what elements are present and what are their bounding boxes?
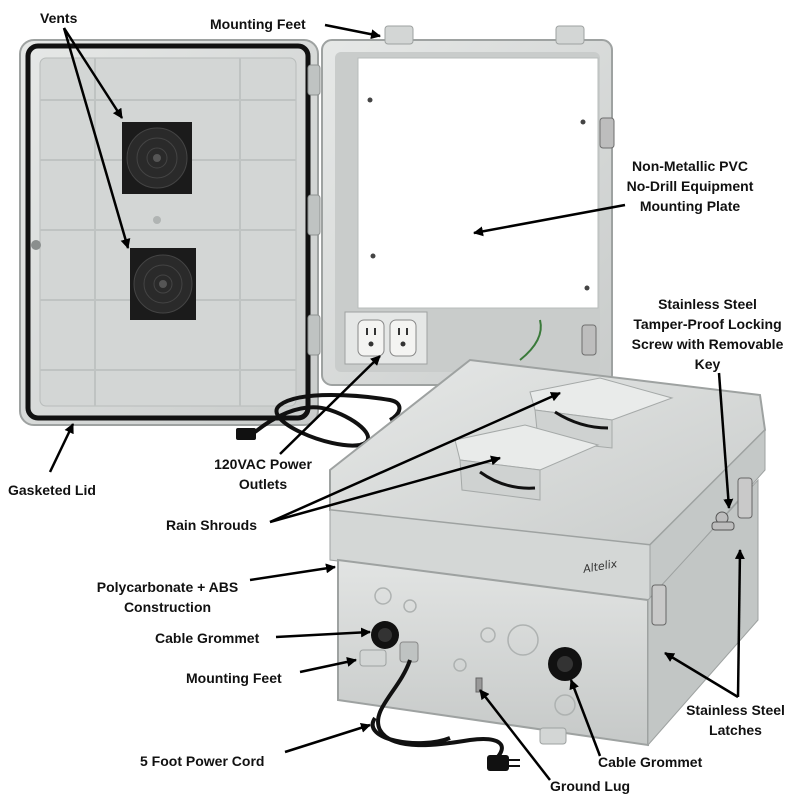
label-mounting-plate-line-1: Non-Metallic PVC [632, 158, 748, 174]
closed-enclosure [329, 358, 767, 747]
label-locking-screw-line-3: Screw with Removable [631, 336, 784, 352]
cable-grommet-right [548, 647, 582, 681]
stainless-latches [651, 477, 753, 626]
label-mounting-feet-top: Mounting Feet [210, 16, 306, 32]
label-power-outlets: 120VAC Power Outlets [198, 454, 328, 494]
mounting-foot-top-left [384, 25, 414, 45]
label-cable-grommet-left: Cable Grommet [155, 630, 260, 646]
label-gasketed-lid: Gasketed Lid [8, 482, 96, 498]
label-locking-screw-line-1: Stainless Steel [658, 296, 757, 312]
label-ground-lug: Ground Lug [550, 778, 631, 794]
locking-screw [711, 511, 735, 531]
label-latches: Stainless Steel Latches [678, 700, 793, 740]
label-vents: Vents [40, 10, 78, 26]
vent-fan-bottom [130, 248, 196, 320]
label-construction-line-1: Polycarbonate + ABS [96, 579, 239, 595]
label-power-outlets-line-2: Outlets [238, 476, 288, 492]
label-locking-screw: Stainless Steel Tamper-Proof Locking Scr… [620, 294, 795, 374]
mounting-foot-bottom-right [539, 727, 567, 745]
label-rain-shrouds: Rain Shrouds [166, 517, 258, 533]
mounting-foot-top-right [555, 25, 585, 45]
label-mounting-plate: Non-Metallic PVC No-Drill Equipment Moun… [625, 156, 755, 216]
label-locking-screw-line-4: Key [694, 356, 721, 372]
mounting-foot-bottom-left [359, 649, 387, 667]
label-construction-line-2: Construction [123, 599, 212, 615]
callout-arrows [48, 23, 745, 781]
label-latches-line-1: Stainless Steel [686, 702, 785, 718]
label-mounting-plate-line-2: No-Drill Equipment [626, 178, 754, 194]
open-lid [19, 39, 319, 426]
mounting-plate [357, 57, 599, 309]
label-cable-grommet-right: Cable Grommet [598, 754, 703, 770]
label-power-cord: 5 Foot Power Cord [140, 753, 265, 769]
vent-fan-top [122, 122, 192, 194]
main-power-cord [370, 659, 520, 771]
label-mounting-plate-line-3: Mounting Plate [639, 198, 741, 214]
hinges [307, 64, 321, 356]
label-construction: Polycarbonate + ABS Construction [90, 577, 245, 617]
label-latches-line-2: Latches [709, 722, 762, 738]
open-base [321, 25, 615, 386]
label-power-outlets-line-1: 120VAC Power [214, 456, 312, 472]
cable-grommet-left [371, 621, 399, 649]
label-mounting-feet-bottom: Mounting Feet [186, 670, 282, 686]
label-locking-screw-line-2: Tamper-Proof Locking [633, 316, 782, 332]
ground-lug [475, 677, 483, 693]
